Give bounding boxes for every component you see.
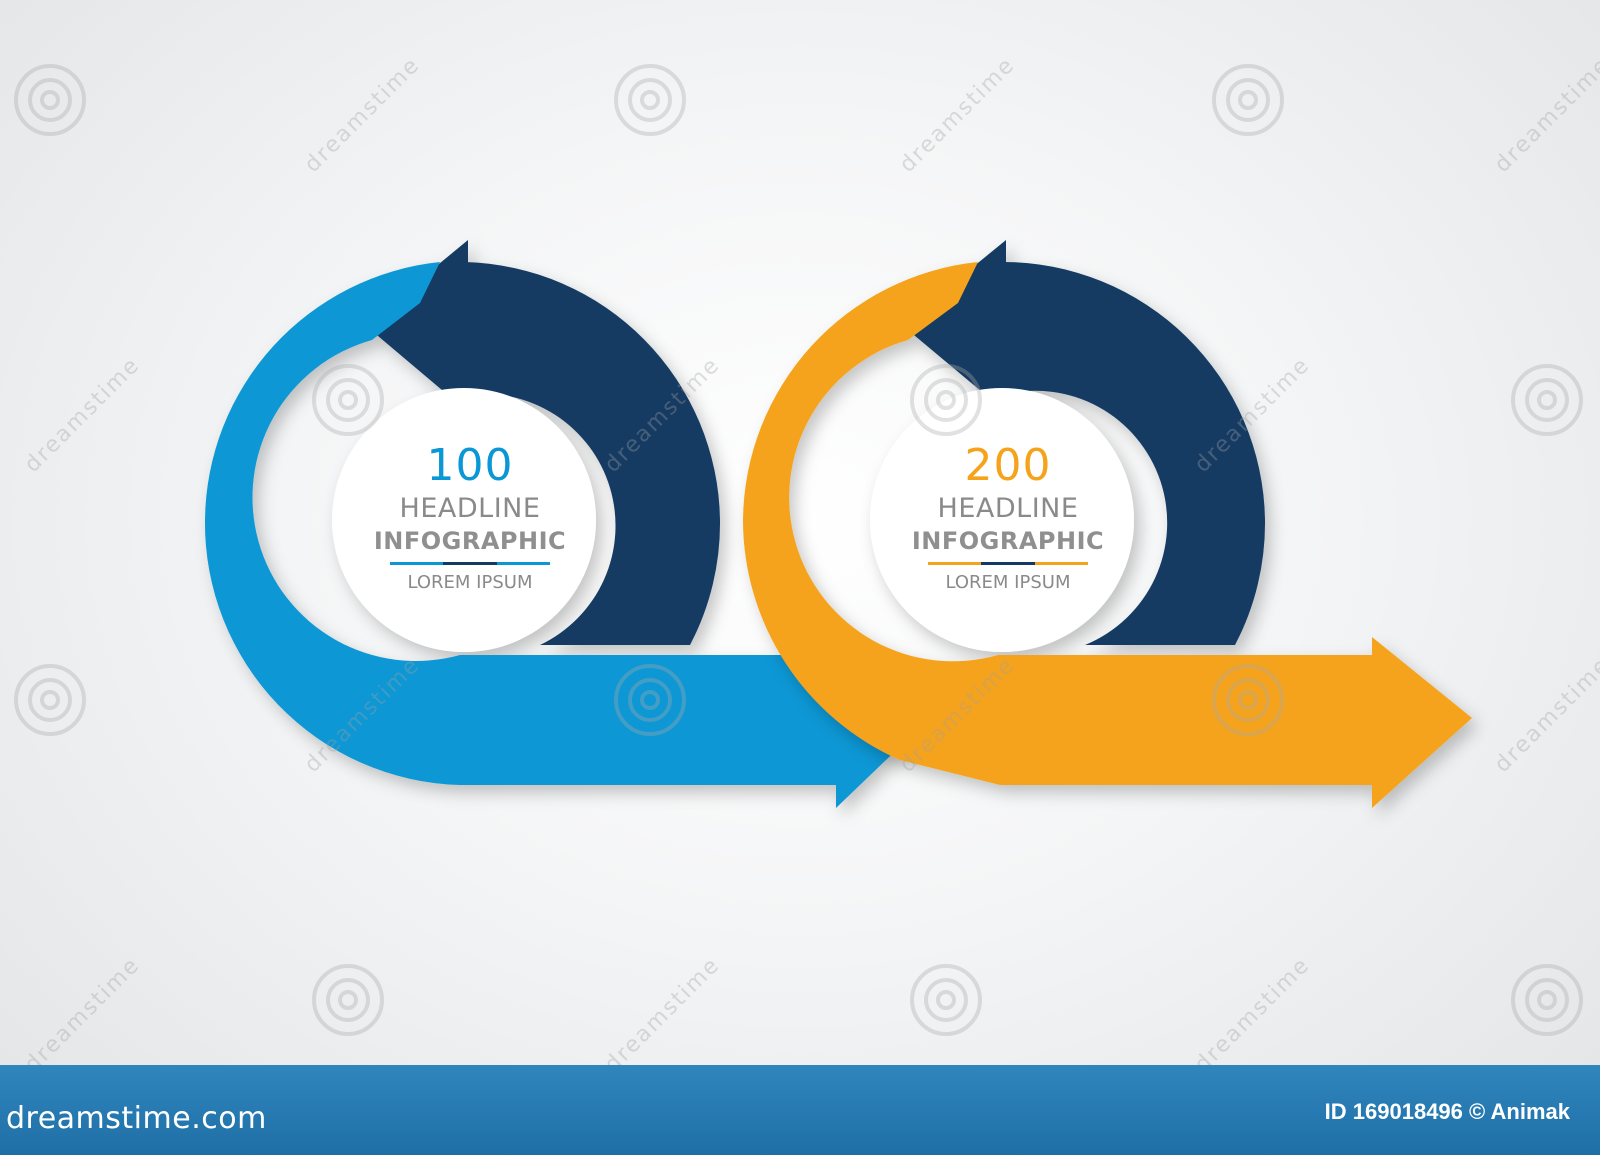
cycle-2-orange-arrow: [743, 262, 1472, 808]
cycle-1-headline: HEADLINE: [399, 493, 541, 524]
cycle-1-caption: LOREM IPSUM: [407, 572, 533, 593]
cycle-1-navy-arrowhead: [365, 240, 468, 412]
spiral-logo-icon: [614, 664, 686, 736]
cycle-1-label: 100 HEADLINE INFOGRAPHIC LOREM IPSUM: [340, 440, 600, 595]
cycle-2: [743, 240, 1472, 808]
spiral-logo-icon: [1511, 964, 1583, 1036]
cycle-1-number: 100: [426, 440, 514, 491]
spiral-logo-icon: [312, 364, 384, 436]
watermark-layer: [14, 64, 1583, 1036]
cycle-2-caption: LOREM IPSUM: [945, 572, 1071, 593]
cycle-1-underline: [390, 562, 550, 565]
spiral-logo-icon: [1511, 364, 1583, 436]
infographic-canvas: [14, 64, 1583, 1036]
footer-bar: dreamstime.com ID 169018496 © Animak: [0, 1065, 1600, 1155]
spiral-logo-icon: [1212, 664, 1284, 736]
spiral-logo-icon: [910, 364, 982, 436]
spiral-logo-icon: [312, 964, 384, 1036]
cycle-1-blue-arrow: [204, 262, 935, 808]
cycle-1-center-circle: [332, 388, 596, 652]
cycle-1: [204, 240, 935, 808]
cycle-2-navy-arrow: [1002, 261, 1266, 645]
cycle-1-navy-arrow: [465, 262, 721, 645]
footer-credit: ID 169018496 © Animak: [1324, 1099, 1570, 1124]
spiral-logo-icon: [910, 964, 982, 1036]
spiral-logo-icon: [14, 664, 86, 736]
cycle-2-headline: HEADLINE: [937, 493, 1079, 524]
cycle-2-label: 200 HEADLINE INFOGRAPHIC LOREM IPSUM: [878, 440, 1138, 595]
cycle-2-navy-arrowhead: [902, 240, 1006, 412]
cycle-2-subheadline: INFOGRAPHIC: [911, 527, 1105, 555]
cycle-2-underline: [928, 562, 1088, 565]
cycle-1-subheadline: INFOGRAPHIC: [373, 527, 567, 555]
footer-site-link[interactable]: dreamstime.com: [6, 1101, 267, 1136]
cycle-2-number: 200: [964, 440, 1052, 491]
spiral-logo-icon: [1212, 64, 1284, 136]
cycle-2-center-circle: [870, 388, 1134, 652]
spiral-logo-icon: [14, 64, 86, 136]
spiral-logo-icon: [614, 64, 686, 136]
